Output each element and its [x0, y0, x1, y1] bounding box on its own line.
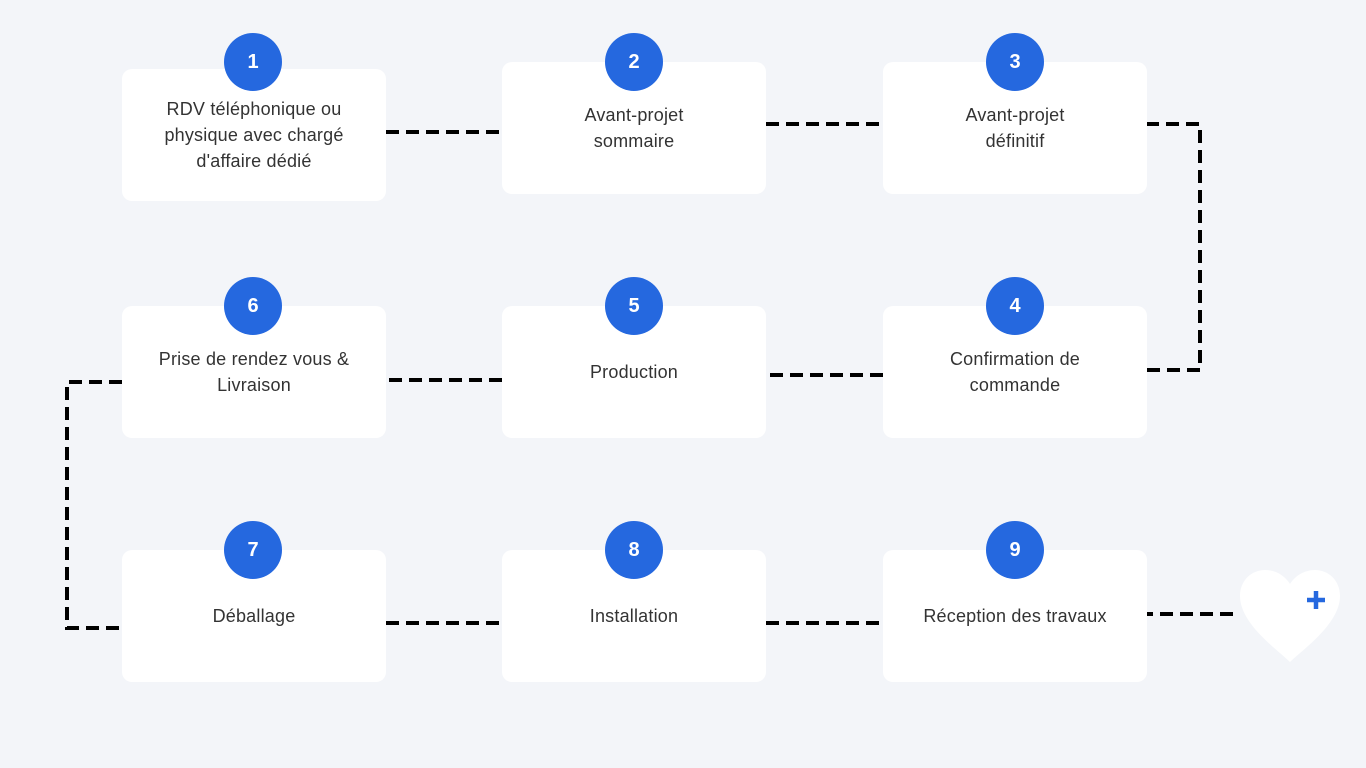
step-number-badge-4: 4 — [986, 277, 1044, 335]
step-number-badge-2: 2 — [605, 33, 663, 91]
connector-3-4 — [1146, 122, 1202, 372]
step-number-badge-5: 5 — [605, 277, 663, 335]
step-label-1: RDV téléphonique ou physique avec chargé… — [164, 99, 344, 171]
heart-shape — [1240, 570, 1340, 662]
step-number-badge-7: 7 — [224, 521, 282, 579]
step-number-badge-6: 6 — [224, 277, 282, 335]
plus-icon — [1307, 591, 1325, 609]
step-label-2: Avant-projet sommaire — [584, 105, 684, 151]
step-number-badge-3: 3 — [986, 33, 1044, 91]
step-number-badge-1: 1 — [224, 33, 282, 91]
step-number-badge-9: 9 — [986, 521, 1044, 579]
step-label-8: Installation — [589, 606, 679, 626]
heart-plus-icon — [1240, 570, 1340, 662]
step-label-6: Prise de rendez vous & Livraison — [158, 349, 350, 395]
step-number-badge-8: 8 — [605, 521, 663, 579]
step-label-3: Avant-projet définitif — [965, 105, 1065, 151]
step-card-1: RDV téléphonique ou physique avec chargé… — [122, 69, 386, 201]
step-card-6: Prise de rendez vous & Livraison — [122, 306, 386, 438]
step-label-7: Déballage — [212, 606, 296, 626]
connector-6-7 — [65, 380, 122, 630]
step-label-9: Réception des travaux — [923, 606, 1107, 626]
step-label-4: Confirmation de commande — [949, 349, 1081, 395]
step-label-5: Production — [589, 362, 679, 382]
